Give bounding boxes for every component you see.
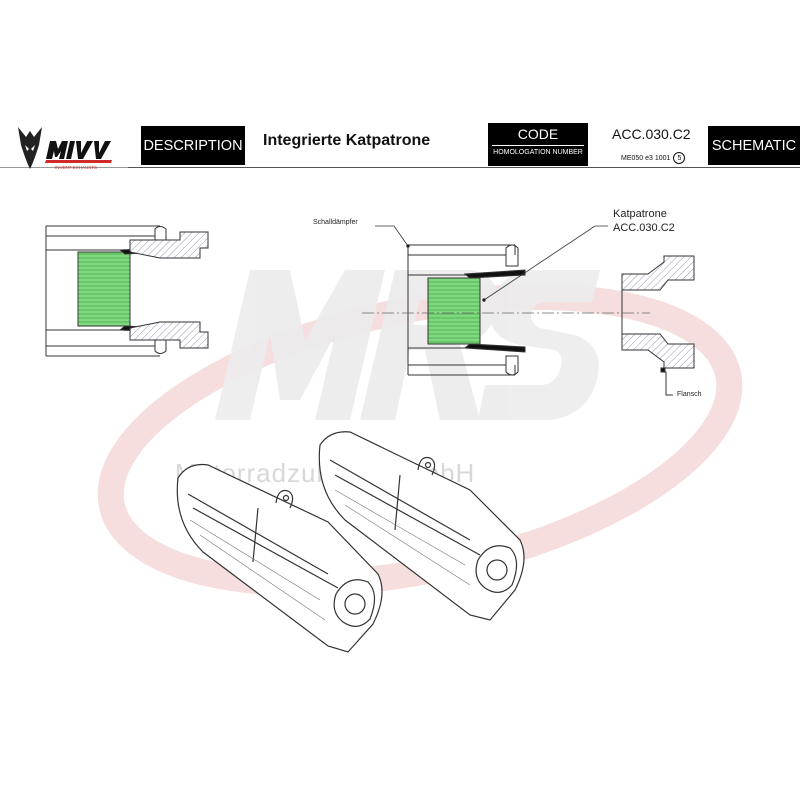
exploded-muffler-section — [407, 244, 526, 376]
code-box: CODE HOMOLOGATION NUMBER — [488, 123, 588, 166]
label-katpatrone: Katpatrone — [613, 208, 667, 220]
schematic-label: SCHEMATIC — [708, 126, 800, 165]
code-value: ACC.030.C2 — [612, 126, 691, 142]
flange-part — [621, 255, 695, 396]
homologation-number: ME050 e3 1001 — [621, 154, 671, 162]
description-label: DESCRIPTION — [141, 126, 245, 165]
exhaust-illustration — [176, 431, 525, 653]
homologation-circle: 5 — [673, 152, 686, 164]
label-flansch: Flansch — [677, 391, 702, 398]
logo-tagline: INVENT EXHAUSTS — [55, 165, 97, 170]
code-label: CODE — [517, 126, 559, 142]
label-katpatrone-code: ACC.030.C2 — [613, 222, 675, 234]
homologation-label: HOMOLOGATION NUMBER — [493, 149, 583, 156]
homologation-value: ME050 e3 1001 5 — [621, 152, 686, 164]
code-separator — [492, 145, 584, 146]
label-schalldaempfer: Schalldämpfer — [313, 219, 358, 226]
description-value: Integrierte Katpatrone — [263, 132, 431, 149]
header-rule-left — [0, 167, 128, 168]
header-rule — [128, 167, 800, 168]
assembled-section-left — [45, 225, 209, 357]
callout-leaders — [375, 225, 608, 302]
mivv-logo: INVENT EXHAUSTS — [18, 127, 112, 170]
